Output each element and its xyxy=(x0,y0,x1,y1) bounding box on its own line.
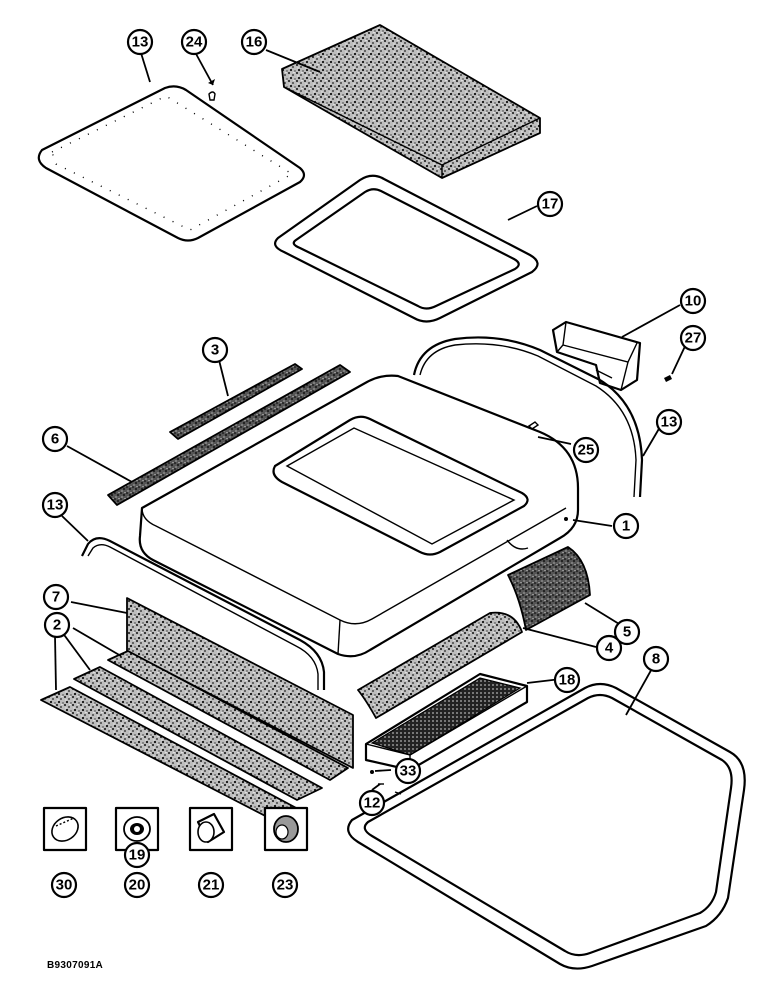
part-10-bracket xyxy=(551,320,642,392)
svg-text:8: 8 xyxy=(652,651,660,668)
part-4-curved-foam xyxy=(357,611,523,719)
callout-7: 7 xyxy=(42,583,70,611)
svg-text:10: 10 xyxy=(685,293,702,310)
part-7-foam-panel xyxy=(126,597,354,769)
part-13-trim-strip-right xyxy=(412,336,644,498)
svg-text:13: 13 xyxy=(661,414,678,431)
callout-5: 5 xyxy=(613,618,641,646)
part-23-cap xyxy=(263,806,309,852)
callout-8: 8 xyxy=(642,645,670,673)
callout-16: 16 xyxy=(240,28,268,56)
svg-text:17: 17 xyxy=(542,196,559,213)
svg-text:3: 3 xyxy=(211,342,219,359)
callout-23: 23 xyxy=(271,871,299,899)
part-25-clip xyxy=(527,421,540,430)
svg-text:21: 21 xyxy=(203,877,220,894)
svg-text:23: 23 xyxy=(277,877,294,894)
callout-13-right: 13 xyxy=(655,408,683,436)
callout-24: 24 xyxy=(180,28,208,56)
part-27-screw xyxy=(664,375,672,382)
callout-3: 3 xyxy=(201,336,229,364)
svg-text:12: 12 xyxy=(364,795,381,812)
svg-text:2: 2 xyxy=(53,617,61,634)
part-8-large-gasket xyxy=(347,682,746,970)
svg-text:33: 33 xyxy=(400,763,417,780)
callout-18: 18 xyxy=(553,666,581,694)
callout-4: 4 xyxy=(595,634,623,662)
callout-2: 2 xyxy=(43,611,71,639)
callout-13-left: 13 xyxy=(41,491,69,519)
svg-text:13: 13 xyxy=(47,497,64,514)
svg-text:7: 7 xyxy=(52,589,60,606)
svg-text:5: 5 xyxy=(623,624,631,641)
part-21-bushing xyxy=(188,806,234,852)
figure-code: B9307091A xyxy=(47,960,104,971)
part-24-fastener xyxy=(208,91,216,101)
svg-text:4: 4 xyxy=(605,640,614,657)
callout-19: 19 xyxy=(123,841,151,869)
svg-text:30: 30 xyxy=(56,877,73,894)
svg-text:24: 24 xyxy=(186,34,203,51)
part-13-trim-strip-left xyxy=(81,537,326,690)
svg-text:16: 16 xyxy=(246,34,263,51)
callout-21: 21 xyxy=(197,871,225,899)
part-20-grommet xyxy=(114,806,160,852)
part-18-filter xyxy=(364,672,529,772)
svg-text:27: 27 xyxy=(685,330,702,347)
svg-text:13: 13 xyxy=(132,34,149,51)
svg-text:19: 19 xyxy=(129,847,146,864)
part-17-gasket-frame xyxy=(274,174,539,323)
callout-12: 12 xyxy=(358,789,386,817)
part-30-plug xyxy=(42,806,88,852)
part-1-roof-shell xyxy=(138,374,580,658)
callouts: 13 24 16 17 10 27 3 6 25 13 1 13 5 4 7 2… xyxy=(41,28,707,899)
callout-15: 13 xyxy=(126,28,154,56)
svg-text:6: 6 xyxy=(51,431,59,448)
callout-17: 17 xyxy=(536,190,564,218)
svg-text:20: 20 xyxy=(129,877,146,894)
callout-6: 6 xyxy=(41,425,69,453)
svg-text:1: 1 xyxy=(622,518,630,535)
svg-text:25: 25 xyxy=(578,442,595,459)
callout-1: 1 xyxy=(612,512,640,540)
callout-30: 30 xyxy=(50,871,78,899)
svg-text:18: 18 xyxy=(559,672,576,689)
part-5-curved-foam xyxy=(507,546,591,631)
callout-33: 33 xyxy=(394,757,422,785)
callout-20: 20 xyxy=(123,871,151,899)
part-15-panel xyxy=(37,85,306,242)
part-16-foam-block xyxy=(281,24,541,179)
part-3-strip xyxy=(169,363,303,440)
callout-10: 10 xyxy=(679,287,707,315)
callout-27: 27 xyxy=(679,324,707,352)
callout-25: 25 xyxy=(572,436,600,464)
part-6-long-strip xyxy=(107,364,351,506)
